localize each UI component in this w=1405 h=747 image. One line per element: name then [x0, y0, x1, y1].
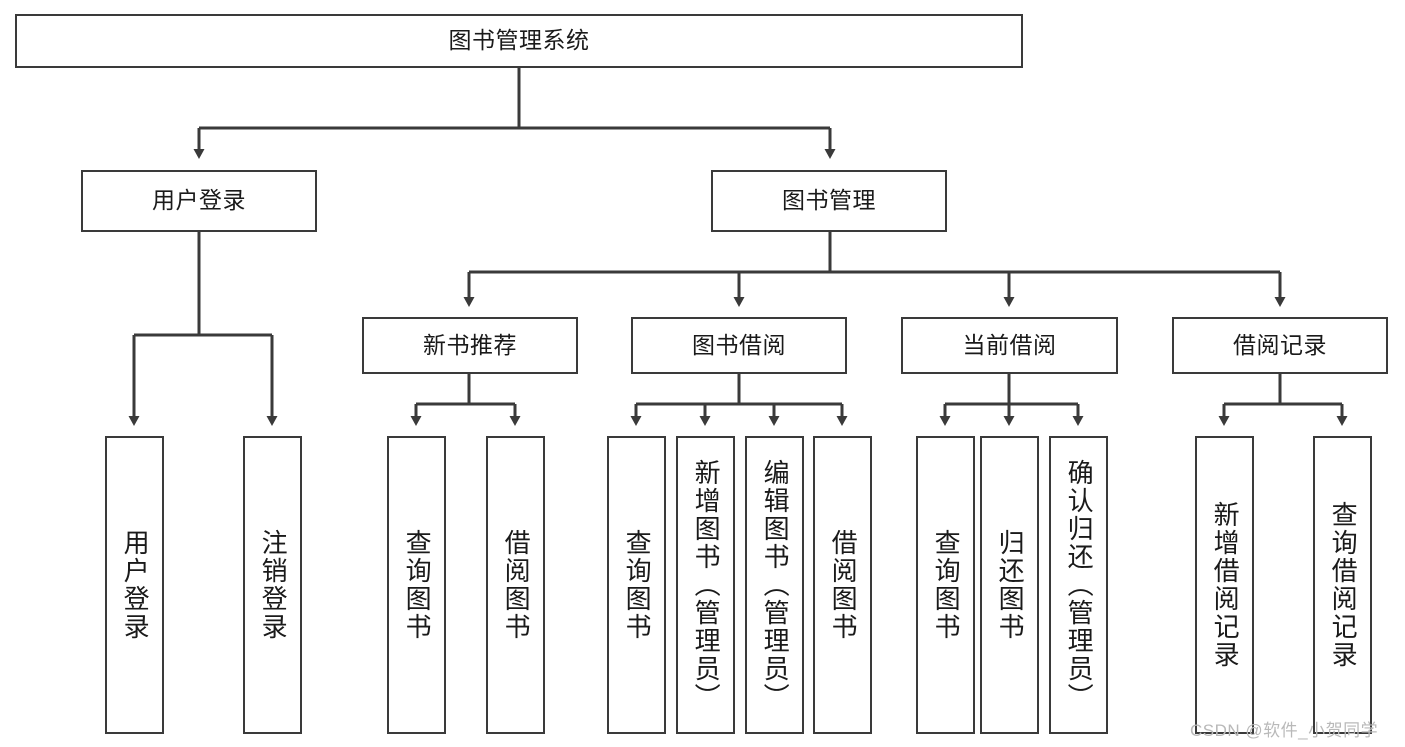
- node-new-book-recommend[interactable]: 新书推荐: [362, 317, 578, 374]
- node-label: 查询借阅记录: [1328, 501, 1359, 669]
- node-label: 用户登录: [120, 529, 151, 641]
- node-label: 查询图书: [931, 529, 962, 641]
- node-leaf-query-book-recommend[interactable]: 查询图书: [387, 436, 446, 734]
- node-leaf-return-book[interactable]: 归还图书: [980, 436, 1039, 734]
- node-user-login[interactable]: 用户登录: [81, 170, 317, 232]
- node-label: 用户登录: [152, 187, 246, 214]
- node-label: 图书管理系统: [448, 27, 590, 54]
- node-label: 归还图书: [995, 529, 1026, 641]
- csdn-watermark: CSDN @软件_小贺同学: [1190, 721, 1379, 740]
- node-leaf-user-login[interactable]: 用户登录: [105, 436, 164, 734]
- node-leaf-edit-book-admin[interactable]: 编辑图书（管理员）: [745, 436, 804, 734]
- node-leaf-query-book-current[interactable]: 查询图书: [916, 436, 975, 734]
- node-label: 借阅图书: [501, 529, 532, 641]
- node-leaf-borrow-book-recommend[interactable]: 借阅图书: [486, 436, 545, 734]
- node-leaf-add-borrow-record[interactable]: 新增借阅记录: [1195, 436, 1254, 734]
- node-label: 确认归还（管理员）: [1064, 459, 1095, 711]
- node-label: 新增借阅记录: [1210, 501, 1241, 669]
- node-book-borrow[interactable]: 图书借阅: [631, 317, 847, 374]
- node-leaf-logout[interactable]: 注销登录: [243, 436, 302, 734]
- node-label: 查询图书: [402, 529, 433, 641]
- node-label: 注销登录: [258, 529, 289, 641]
- node-book-management[interactable]: 图书管理: [711, 170, 947, 232]
- node-leaf-confirm-return-admin[interactable]: 确认归还（管理员）: [1049, 436, 1108, 734]
- node-root-system[interactable]: 图书管理系统: [15, 14, 1023, 68]
- node-label: 查询图书: [622, 529, 653, 641]
- node-label: 图书借阅: [692, 331, 786, 358]
- node-label: 新增图书（管理员）: [691, 459, 722, 711]
- node-leaf-add-book-admin[interactable]: 新增图书（管理员）: [676, 436, 735, 734]
- node-label: 当前借阅: [962, 331, 1057, 358]
- node-leaf-query-book-borrow[interactable]: 查询图书: [607, 436, 666, 734]
- node-current-borrow[interactable]: 当前借阅: [901, 317, 1118, 374]
- node-leaf-borrow-book[interactable]: 借阅图书: [813, 436, 872, 734]
- node-label: 编辑图书（管理员）: [760, 459, 791, 711]
- node-label: 借阅记录: [1233, 331, 1327, 358]
- node-borrow-record[interactable]: 借阅记录: [1172, 317, 1388, 374]
- node-leaf-query-borrow-record[interactable]: 查询借阅记录: [1313, 436, 1372, 734]
- node-label: 新书推荐: [423, 331, 517, 358]
- node-label: 借阅图书: [828, 529, 859, 641]
- node-label: 图书管理: [782, 187, 876, 214]
